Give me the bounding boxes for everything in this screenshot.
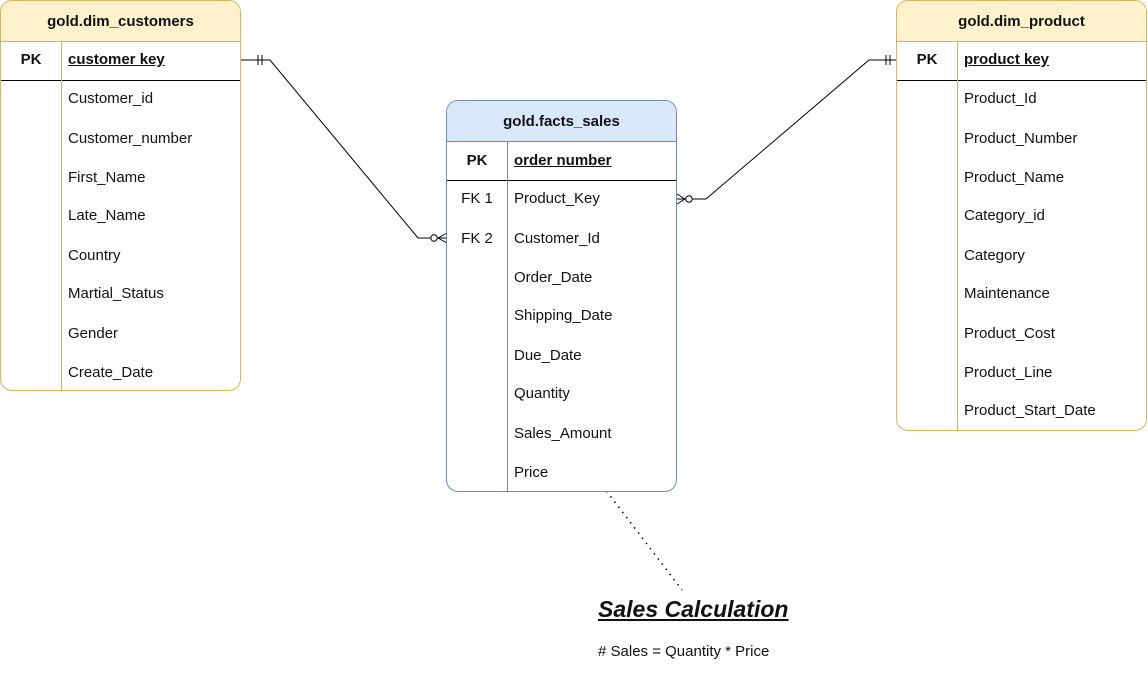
note-formula: # Sales = Quantity * Price xyxy=(598,643,770,660)
pk-divider xyxy=(1,80,240,81)
field-row: Price xyxy=(514,464,549,481)
relationship-line-customers xyxy=(241,59,447,239)
field-row: Product_Line xyxy=(964,364,1053,381)
pk-label: PK xyxy=(466,152,488,169)
pk-field: product key xyxy=(964,51,1050,68)
pk-label: PK xyxy=(20,51,42,68)
column-divider xyxy=(957,41,958,430)
entity-title: gold.facts_sales xyxy=(447,101,676,141)
field-row: Category_id xyxy=(964,207,1045,224)
entity-facts-sales[interactable]: gold.facts_sales PK order number FK 1 FK… xyxy=(446,100,677,492)
field-row: Country xyxy=(68,247,121,264)
crowfoot-product-top xyxy=(676,193,686,200)
note-connector-dotted-line xyxy=(578,454,683,591)
pk-divider xyxy=(447,180,676,181)
title-divider xyxy=(1,41,240,42)
title-divider xyxy=(447,141,676,142)
field-row: Create_Date xyxy=(68,364,154,381)
field-row: Martial_Status xyxy=(68,285,164,302)
zero-optional-circle-customers xyxy=(430,234,438,242)
column-divider xyxy=(61,41,62,390)
fk1-label: FK 1 xyxy=(461,190,493,207)
entity-dim-customers[interactable]: gold.dim_customers PK customer key Custo… xyxy=(0,0,241,391)
entity-title: gold.dim_product xyxy=(897,1,1146,41)
pk-field: customer key xyxy=(68,51,165,68)
fk2-label: FK 2 xyxy=(461,230,493,247)
field-row: Customer_id xyxy=(68,90,154,107)
relationship-line-product xyxy=(677,59,897,200)
field-row: Customer_number xyxy=(68,130,193,147)
crowfoot-customers-bottom xyxy=(437,237,448,244)
field-row: First_Name xyxy=(68,169,146,186)
field-row: Due_Date xyxy=(514,347,582,364)
pk-divider xyxy=(897,80,1146,81)
pk-field: order number xyxy=(514,152,612,169)
field-row: Shipping_Date xyxy=(514,307,613,324)
field-row: Category xyxy=(964,247,1025,264)
relationship-customers-to-sales xyxy=(241,55,448,244)
field-row: Product_Key xyxy=(514,190,600,207)
field-row: Maintenance xyxy=(964,285,1050,302)
crowfoot-product-bottom xyxy=(676,198,686,205)
note-title: Sales Calculation xyxy=(598,596,789,622)
field-row: Product_Cost xyxy=(964,325,1055,342)
field-row: Customer_Id xyxy=(514,230,600,247)
field-row: Order_Date xyxy=(514,269,593,286)
relationship-product-to-sales xyxy=(676,55,897,205)
field-row: Product_Number xyxy=(964,130,1078,147)
field-row: Sales_Amount xyxy=(514,425,612,442)
entity-title: gold.dim_customers xyxy=(1,1,240,41)
zero-optional-circle-product xyxy=(685,195,693,203)
entity-dim-product[interactable]: gold.dim_product PK product key Product_… xyxy=(896,0,1147,431)
title-divider xyxy=(897,41,1146,42)
field-row: Gender xyxy=(68,325,119,342)
field-row: Late_Name xyxy=(68,207,146,224)
field-row: Product_Name xyxy=(964,169,1065,186)
pk-label: PK xyxy=(916,51,938,68)
crowfoot-customers-top xyxy=(437,232,448,239)
field-row: Quantity xyxy=(514,385,570,402)
field-row: Product_Id xyxy=(964,90,1037,107)
field-row: Product_Start_Date xyxy=(964,402,1096,419)
column-divider xyxy=(507,141,508,491)
